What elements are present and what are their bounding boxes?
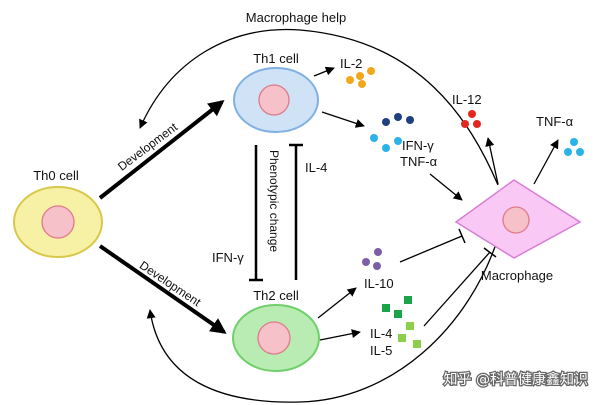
macrophage-cell <box>454 179 582 259</box>
th1-cell <box>233 67 319 133</box>
macrophage-tnfa-arrow <box>533 139 559 185</box>
il10-inhibit-macrophage <box>399 235 463 263</box>
ifng-inhibition-label: IFN-γ <box>212 250 244 265</box>
watermark-text: 知乎 @科普健康鑫知识 <box>444 371 588 388</box>
tnfa-dots <box>564 138 584 156</box>
phenotypic-change-label: Phenotypic change <box>267 150 281 252</box>
il2-label: IL-2 <box>340 56 362 71</box>
il10-label: IL-10 <box>364 276 394 291</box>
tnfa-label-left: TNF-α <box>400 154 438 169</box>
th1-ifng-arrow <box>321 111 365 128</box>
tnfa-label-right: TNF-α <box>536 114 574 129</box>
il4-inhibit-th1 <box>289 143 303 280</box>
development-arrow-th1 <box>98 100 225 200</box>
th0-cell-label: Th0 cell <box>33 168 79 183</box>
il12-label: IL-12 <box>452 92 482 107</box>
th2-cell <box>232 304 320 372</box>
il4-inhibition-label: IL-4 <box>305 160 327 175</box>
th2-il10-arrow <box>317 287 357 319</box>
development-label-top: Development <box>115 120 180 174</box>
development-label-bottom: Development <box>137 258 204 310</box>
il10-inhibit-bar <box>458 228 466 244</box>
il5-label: IL-5 <box>370 343 392 358</box>
development-arrow-th2 <box>98 244 227 334</box>
ifng-to-macrophage-arrow <box>429 173 463 201</box>
macrophage-help-label: Macrophage help <box>246 10 346 25</box>
th0-cell <box>13 186 103 258</box>
il2-dots <box>346 67 375 88</box>
il10-dots <box>362 248 382 270</box>
macrophage-il12-arrow <box>485 137 499 185</box>
th2-cell-label: Th2 cell <box>253 288 299 303</box>
il12-dots <box>461 110 481 128</box>
ifng-tnfa-dots <box>370 113 414 152</box>
ifng-label: IFN-γ <box>402 138 434 153</box>
th2-il4-arrow <box>319 329 361 341</box>
il4-label: IL-4 <box>370 326 392 341</box>
th1-il2-arrow <box>313 66 335 77</box>
il4-inhibit-bar <box>483 247 497 258</box>
ifng-inhibit-th2 <box>249 145 263 282</box>
th1-cell-label: Th1 cell <box>253 51 299 66</box>
il4-il5-squares <box>382 296 421 348</box>
il4-inhibit-macrophage <box>423 251 491 327</box>
th2-feedback-arrow <box>146 231 501 403</box>
macrophage-label: Macrophage <box>481 268 553 283</box>
